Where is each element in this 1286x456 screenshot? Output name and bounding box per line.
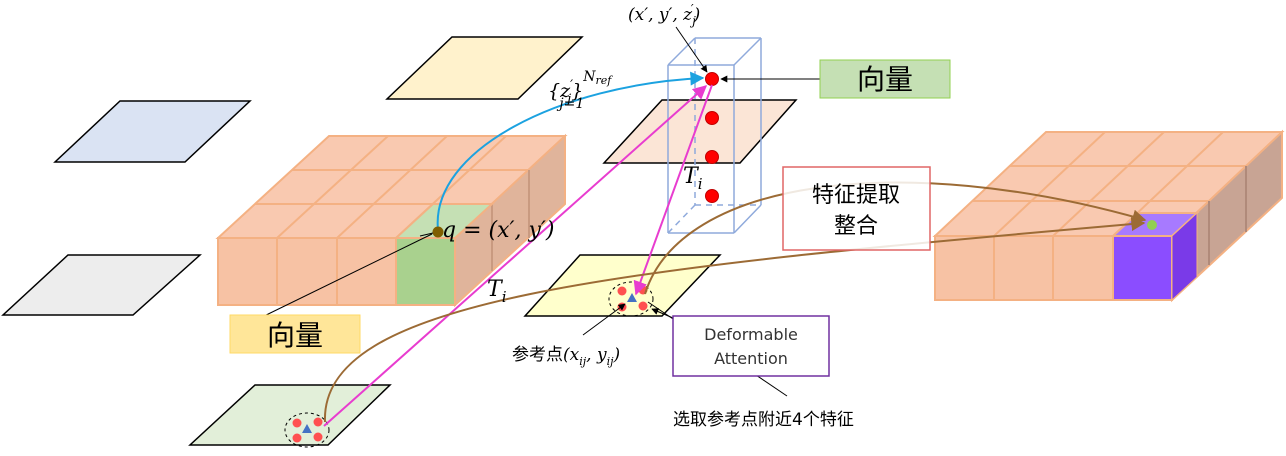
pillar-box [667,37,762,234]
pointer-query [257,233,433,320]
deformable-label-line1: Deformable [704,325,798,344]
blue-arrow [436,71,705,231]
query-point [432,226,444,238]
magenta-arrow-to-yellow [633,84,713,296]
magenta-arrow-to-peach [323,85,708,427]
image-plane-blue [53,100,252,163]
bev-grid-right [932,129,1285,303]
feature-label-line2: 整合 [834,214,878,239]
feature-box [782,166,931,251]
ref-point-label: 参考点(xij, yij) [512,345,620,368]
ref-cluster-bottom [284,412,330,448]
output-cell [1112,235,1173,301]
image-plane-yellow-top [385,36,584,100]
image-plane-peach [602,99,798,164]
select-note-label: 选取参考点附近4个特征 [673,410,854,430]
T-lower-label: Ti [487,277,507,306]
pillar-point-4 [705,189,719,203]
T-upper-label: Ti [683,164,703,193]
query-label: q = (x′, y′) [442,218,554,243]
pillar-point-1 [705,72,719,86]
pillar-point-3 [705,150,719,164]
vector-box-left [229,314,361,354]
deformable-box [672,315,830,377]
vector-label-top: 向量 [857,63,913,96]
feature-label-line1: 特征提取 [812,183,900,208]
query-cell [395,237,456,306]
image-plane-gray [1,254,202,316]
coord-top-label: (x′, y′, zj′) [628,2,700,28]
vector-label-left: 向量 [267,319,323,352]
image-plane-green-bottom [188,384,392,446]
pointer-coord-top [675,26,708,73]
pointer-refpoint [582,303,626,336]
vector-box-top [819,59,951,99]
output-point [1147,220,1157,230]
deformable-label-line2: Attention [714,349,788,368]
bev-grid-left [215,133,568,308]
pillar-point-2 [705,111,719,125]
